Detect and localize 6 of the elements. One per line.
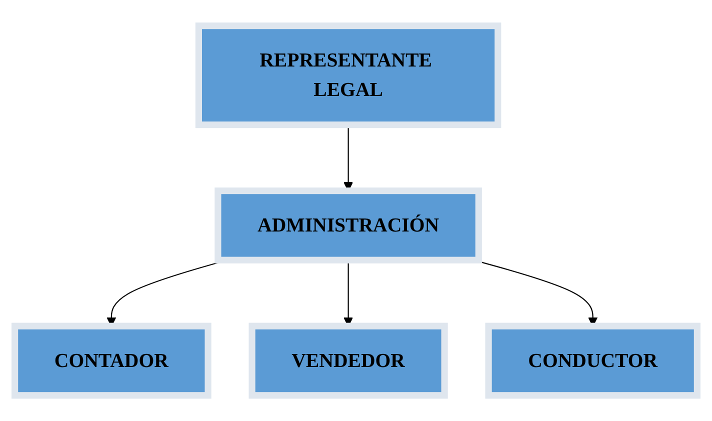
node-box (12, 322, 212, 399)
node-box (248, 322, 448, 399)
node-box (485, 322, 700, 399)
node-box (214, 187, 482, 264)
node-box (195, 22, 502, 128)
org-chart-drawing: REPRESENTANTE LEGAL ADMINISTRACIÓN CONTADOR VENDEDOR CONDUCTOR (6, 16, 706, 404)
